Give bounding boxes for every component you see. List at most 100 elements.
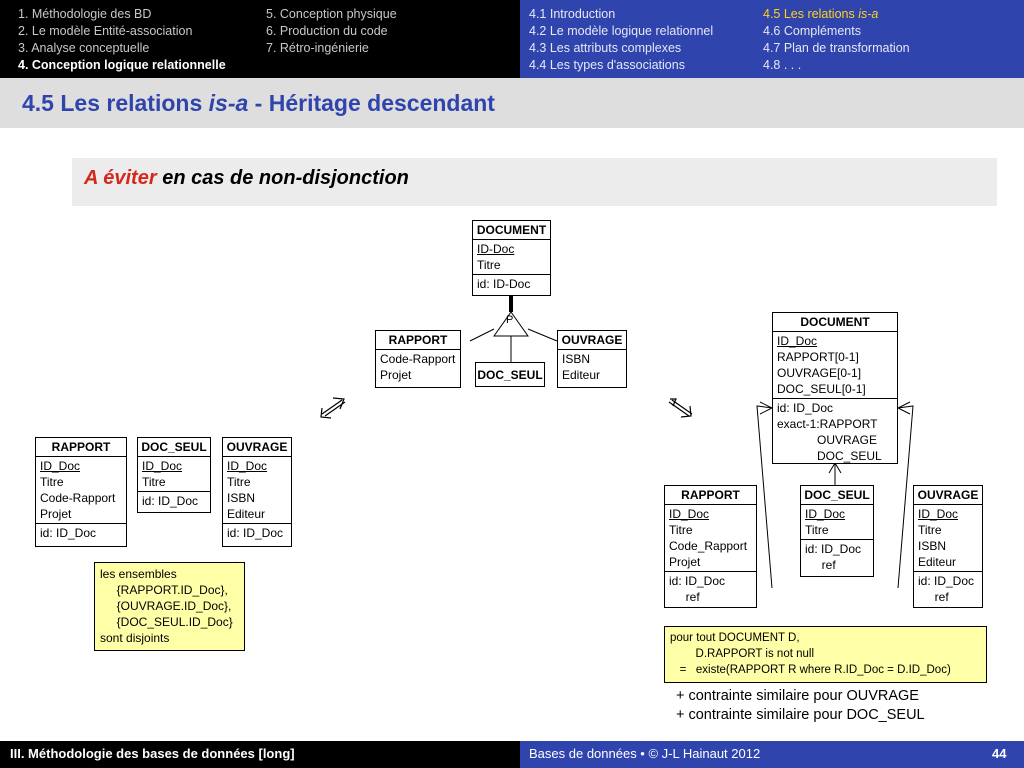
entity-rapport-name: RAPPORT bbox=[376, 331, 460, 350]
table-ouvrage-right-cols: ID_Doc Titre ISBN Editeur bbox=[914, 505, 982, 571]
column: Projet bbox=[40, 507, 72, 521]
column: Editeur bbox=[918, 555, 957, 569]
foreign-key: ref bbox=[805, 558, 836, 572]
nav-sub-4-5[interactable]: 4.5 Les relations is-a bbox=[763, 6, 878, 23]
identifier: id: ID_Doc bbox=[227, 526, 284, 540]
table-ouvrage-right-name: OUVRAGE bbox=[914, 486, 982, 505]
table-ouvrage-left: OUVRAGE ID_Doc Titre ISBN Editeur id: ID… bbox=[222, 437, 292, 547]
isa-link-ouvrage bbox=[527, 328, 558, 342]
isa-link-rapport bbox=[469, 328, 495, 342]
entity-document-attrs: ID-Doc Titre bbox=[473, 240, 550, 274]
identifier: id: ID_Doc bbox=[777, 401, 834, 415]
title-main: 4.5 Les relations bbox=[22, 90, 209, 116]
foreign-key: ref bbox=[918, 590, 949, 604]
note-line: {DOC_SEUL.ID_Doc} bbox=[100, 615, 233, 629]
entity-doc-seul-name: DOC_SEUL bbox=[477, 367, 543, 382]
identifier: id: ID_Doc bbox=[40, 526, 97, 540]
entity-rapport-attr-projet: Projet bbox=[380, 368, 412, 382]
nav-sub-4-8[interactable]: 4.8 . . . bbox=[763, 58, 802, 72]
isa-partition-label: P bbox=[506, 314, 514, 326]
table-ouvrage-right-ids: id: ID_Doc ref bbox=[914, 571, 982, 606]
footer-author: Bases de données • © J-L Hainaut 2012 bbox=[529, 746, 761, 761]
nav-section-7[interactable]: 7. Rétro-ingénierie bbox=[266, 41, 369, 55]
table-doc-seul-right: DOC_SEUL ID_Doc Titre id: ID_Doc ref bbox=[800, 485, 874, 577]
column: Titre bbox=[142, 475, 166, 489]
table-document-right-ids: id: ID_Doc exact-1:RAPPORT OUVRAGE DOC_S… bbox=[773, 398, 897, 465]
nav-section-5[interactable]: 5. Conception physique bbox=[266, 7, 397, 21]
entity-doc-seul: DOC_SEUL bbox=[475, 362, 545, 387]
note-line: = existe(RAPPORT R where R.ID_Doc = D.ID… bbox=[670, 664, 951, 676]
entity-document-id-text: id: ID-Doc bbox=[477, 277, 531, 291]
table-document-right: DOCUMENT ID_Doc RAPPORT[0-1] OUVRAGE[0-1… bbox=[772, 312, 898, 464]
identifier: id: ID_Doc bbox=[142, 494, 199, 508]
entity-ouvrage: OUVRAGE ISBN Editeur bbox=[557, 330, 627, 388]
column: OUVRAGE[0-1] bbox=[777, 366, 862, 380]
column: Editeur bbox=[227, 507, 266, 521]
table-doc-seul-right-name: DOC_SEUL bbox=[801, 486, 873, 505]
page-number: 44 bbox=[992, 746, 1007, 761]
nav-section-3[interactable]: 3. Analyse conceptuelle bbox=[18, 41, 150, 55]
column: ID_Doc bbox=[669, 507, 710, 521]
entity-ouvrage-attr-editeur: Editeur bbox=[562, 368, 601, 382]
slide-title: 4.5 Les relations is-a - Héritage descen… bbox=[22, 90, 495, 117]
block-title-warning: A éviter bbox=[84, 167, 157, 189]
nav-sub-4-6[interactable]: 4.6 Compléments bbox=[763, 24, 861, 38]
table-rapport-left: RAPPORT ID_Doc Titre Code-Rapport Projet… bbox=[35, 437, 127, 547]
arrow-right-icon bbox=[668, 398, 693, 418]
nav-section-1[interactable]: 1. Méthodologie des BD bbox=[18, 7, 152, 21]
nav-sub-4-4[interactable]: 4.4 Les types d'associations bbox=[529, 58, 685, 72]
table-document-right-cols: ID_Doc RAPPORT[0-1] OUVRAGE[0-1] DOC_SEU… bbox=[773, 332, 897, 398]
identifier: id: ID_Doc bbox=[805, 542, 862, 556]
nav-sub-4-2[interactable]: 4.2 Le modèle logique relationnel bbox=[529, 24, 714, 38]
column: ID_Doc bbox=[142, 459, 183, 473]
column: ID_Doc bbox=[227, 459, 268, 473]
nav-sub-4-3[interactable]: 4.3 Les attributs complexes bbox=[529, 41, 682, 55]
table-rapport-left-name: RAPPORT bbox=[36, 438, 126, 457]
column: Titre bbox=[669, 523, 693, 537]
nav-sub-4-1[interactable]: 4.1 Introduction bbox=[529, 7, 616, 21]
note-line: {RAPPORT.ID_Doc}, bbox=[100, 583, 228, 597]
column: ID_Doc bbox=[805, 507, 846, 521]
column: ISBN bbox=[227, 491, 256, 505]
extra-constraint-doc-seul: + contrainte similaire pour DOC_SEUL bbox=[676, 707, 925, 723]
nav-section-4[interactable]: 4. Conception logique relationnelle bbox=[18, 58, 226, 72]
column: Code-Rapport bbox=[40, 491, 116, 505]
table-ouvrage-left-id: id: ID_Doc bbox=[223, 523, 291, 542]
foreign-key: ref bbox=[669, 590, 700, 604]
column: Titre bbox=[805, 523, 829, 537]
entity-rapport-attr-code: Code-Rapport bbox=[380, 352, 456, 366]
block-box bbox=[72, 158, 997, 206]
note-line: pour tout DOCUMENT D, bbox=[670, 632, 800, 644]
identifier: id: ID_Doc bbox=[918, 574, 975, 588]
column: Titre bbox=[40, 475, 64, 489]
column: Code_Rapport bbox=[669, 539, 748, 553]
extra-constraint-ouvrage: + contrainte similaire pour OUVRAGE bbox=[676, 688, 919, 704]
constraint: exact-1:RAPPORT bbox=[777, 417, 878, 431]
ref-link-rapport bbox=[756, 405, 773, 589]
note-existence-constraint: pour tout DOCUMENT D, D.RAPPORT is not n… bbox=[664, 626, 987, 683]
table-ouvrage-left-name: OUVRAGE bbox=[223, 438, 291, 457]
footer-left-bar bbox=[0, 741, 520, 768]
ref-link-ouvrage bbox=[897, 405, 914, 589]
note-line: D.RAPPORT is not null bbox=[670, 648, 815, 660]
entity-ouvrage-attrs: ISBN Editeur bbox=[558, 350, 626, 384]
entity-document-attr-id: ID-Doc bbox=[477, 242, 515, 256]
column: ID_Doc bbox=[40, 459, 81, 473]
identifier: id: ID_Doc bbox=[669, 574, 726, 588]
footer-right-bar bbox=[520, 741, 1024, 768]
column: Titre bbox=[227, 475, 251, 489]
table-rapport-left-cols: ID_Doc Titre Code-Rapport Projet bbox=[36, 457, 126, 523]
footer-course-title: III. Méthodologie des bases de données [… bbox=[10, 746, 295, 761]
entity-ouvrage-attr-isbn: ISBN bbox=[562, 352, 591, 366]
nav-section-6[interactable]: 6. Production du code bbox=[266, 24, 388, 38]
title-rest: - Héritage descendant bbox=[248, 90, 495, 116]
table-doc-seul-left-cols: ID_Doc Titre bbox=[138, 457, 210, 491]
table-doc-seul-left: DOC_SEUL ID_Doc Titre id: ID_Doc bbox=[137, 437, 211, 513]
nav-section-2[interactable]: 2. Le modèle Entité-association bbox=[18, 24, 193, 38]
note-line: les ensembles bbox=[100, 567, 177, 581]
table-rapport-right-cols: ID_Doc Titre Code_Rapport Projet bbox=[665, 505, 756, 571]
nav-sub-4-7[interactable]: 4.7 Plan de transformation bbox=[763, 41, 910, 55]
column: ID_Doc bbox=[777, 334, 818, 348]
column: Titre bbox=[918, 523, 942, 537]
